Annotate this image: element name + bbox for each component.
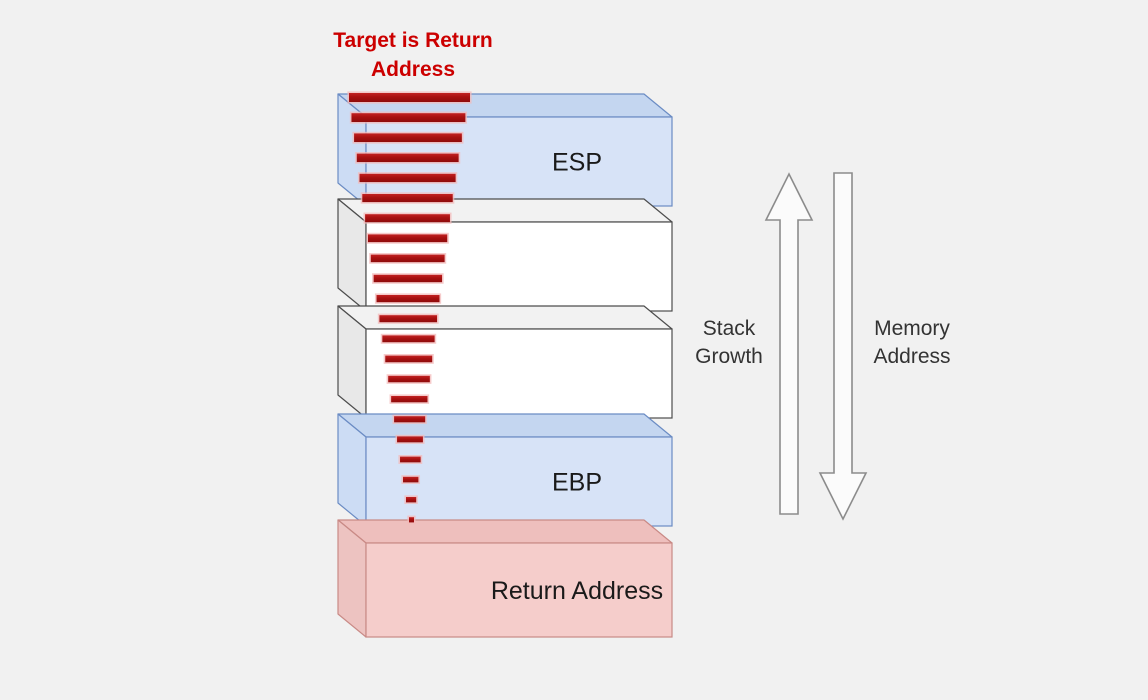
block-top-face	[337, 413, 673, 438]
taper-bar	[367, 234, 448, 243]
block-label-ebp: EBP	[552, 469, 602, 497]
taper-bar	[354, 133, 462, 143]
taper-bars-group	[347, 91, 472, 525]
taper-bar	[362, 194, 453, 203]
stack-block-ebp[interactable]: EBP	[337, 413, 673, 527]
block-label-esp: ESP	[552, 149, 602, 177]
taper-bar	[349, 93, 470, 102]
taper-bar	[409, 517, 414, 523]
taper-bar	[376, 295, 440, 303]
taper-bar	[382, 335, 435, 343]
arrow-shape-memory-address	[818, 172, 868, 521]
taper-bar	[388, 375, 430, 383]
taper-bar	[391, 396, 428, 403]
taper-bar	[359, 173, 456, 183]
stack-block-return-address[interactable]: Return Address	[337, 519, 673, 638]
arrow-label-memory-address-line2: Address	[873, 345, 950, 368]
stack-block-esp[interactable]: ESP	[337, 93, 673, 207]
taper-bar	[403, 476, 419, 483]
block-top-face	[337, 519, 673, 544]
arrow-shape-stack-growth	[764, 172, 814, 515]
taper-bar	[373, 274, 443, 283]
taper-bar	[397, 436, 423, 443]
title-line-2: Address	[371, 58, 455, 81]
taper-bar	[385, 355, 433, 363]
taper-bar	[365, 214, 450, 223]
block-front-face	[365, 542, 673, 638]
taper-bar	[406, 497, 417, 503]
arrow-label-stack-growth-line2: Growth	[695, 345, 763, 368]
taper-bar	[370, 254, 445, 263]
taper-bar	[356, 153, 459, 163]
block-label-return-address: Return Address	[491, 577, 663, 605]
title-line-1: Target is Return	[333, 29, 492, 52]
taper-bar	[394, 416, 426, 423]
taper-bar	[379, 315, 438, 323]
arrow-label-memory-address-line1: Memory	[874, 317, 950, 340]
arrow-label-stack-growth-line1: Stack	[703, 317, 756, 340]
taper-bar	[400, 456, 421, 463]
taper-bar	[351, 113, 466, 123]
